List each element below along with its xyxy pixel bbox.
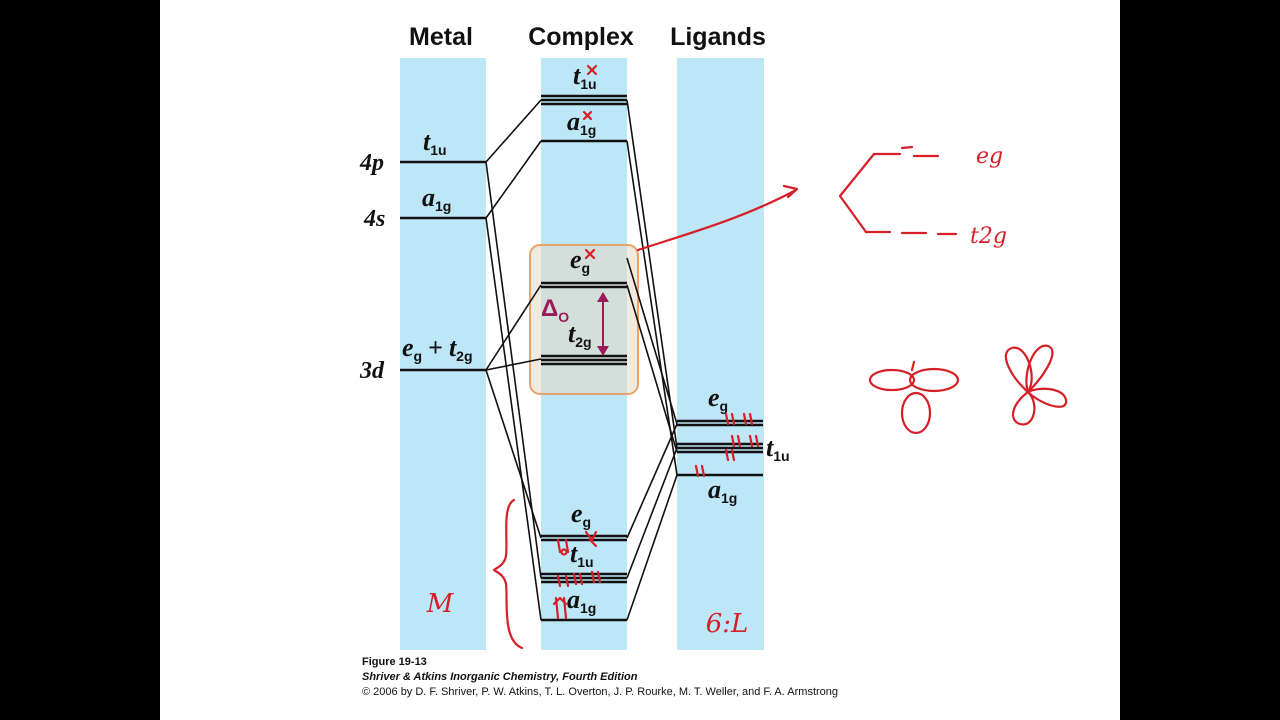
header-complex: Complex — [528, 23, 634, 51]
ligand-eg-label: eg — [708, 383, 728, 414]
mo-diagram: Metal Complex Ligands — [359, 23, 1068, 650]
split-t2g-handwritten: t2g — [970, 224, 1007, 249]
metal-a1g-label: a1g — [422, 183, 451, 214]
caption-copyright: © 2006 by D. F. Shriver, P. W. Atkins, T… — [362, 686, 839, 698]
metal-3d-label: 3d — [359, 358, 385, 384]
dz2-orbital-sketch — [868, 360, 960, 435]
metal-handwritten-mark: M — [426, 589, 455, 619]
slide: Metal Complex Ligands — [160, 0, 1120, 720]
complex-t2g-label: t2g — [568, 319, 592, 350]
caption-book: Shriver & Atkins Inorganic Chemistry, Fo… — [362, 671, 638, 683]
header-metal: Metal — [409, 23, 473, 51]
metal-t1u-label: t1u — [423, 127, 447, 158]
metal-eg-t2g-label: eg+t2g — [402, 333, 473, 364]
complex-eg-label: eg — [571, 499, 591, 530]
complex-eg-star-label: eg — [570, 245, 590, 276]
handwritten-annotations — [492, 64, 1068, 650]
delta-o-label: ΔO — [541, 295, 569, 325]
metal-4s-label: 4s — [363, 206, 385, 232]
complex-levels — [541, 94, 627, 622]
ligand-handwritten-mark: 6:L — [706, 609, 749, 639]
dxy-orbital-sketch — [1004, 344, 1068, 426]
complex-a1g-star-label: a1g — [567, 107, 596, 138]
ligand-a1g-label: a1g — [708, 475, 737, 506]
ligand-t1u-label: t1u — [766, 433, 790, 464]
header-ligands: Ligands — [670, 23, 766, 51]
complex-t1u-star-label: t1u — [573, 61, 597, 92]
metal-4p-label: 4p — [359, 150, 384, 176]
delta-arrow — [597, 292, 609, 356]
ligand-levels — [677, 419, 763, 477]
metal-levels — [400, 160, 486, 372]
complex-a1g-label: a1g — [567, 585, 596, 616]
split-eg-handwritten: eg — [976, 144, 1003, 169]
caption-figure: Figure 19-13 — [362, 656, 427, 668]
metal-column — [400, 58, 486, 650]
ligand-column — [677, 58, 764, 650]
correlation-lines — [485, 99, 678, 621]
complex-t1u-label: t1u — [570, 539, 594, 570]
